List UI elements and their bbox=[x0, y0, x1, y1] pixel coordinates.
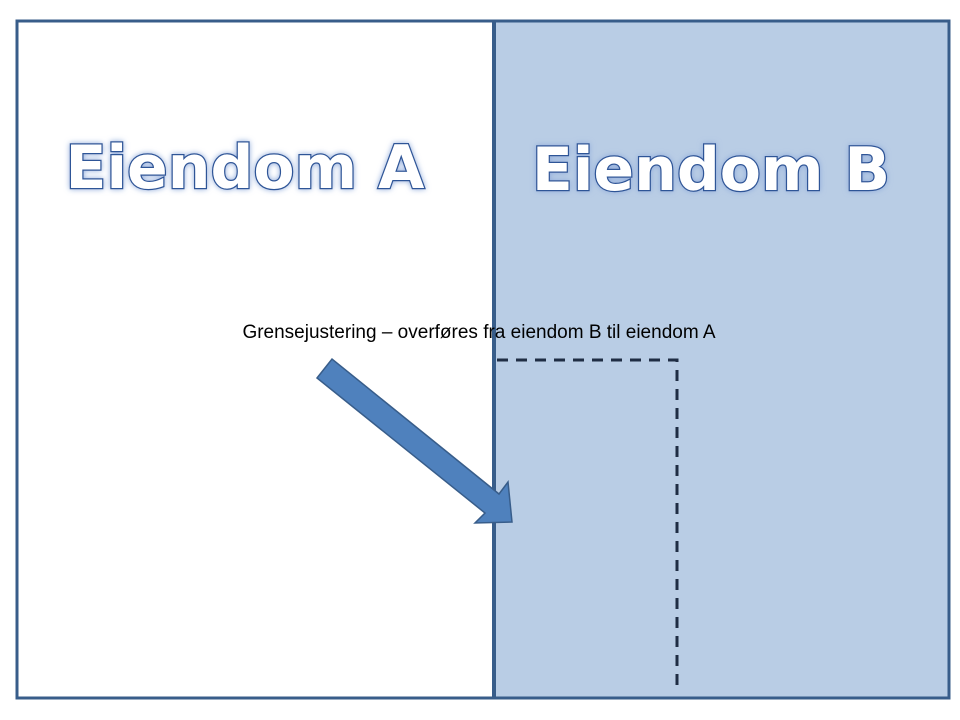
transfer-caption: Grensejustering – overføres fra eiendom … bbox=[242, 322, 715, 343]
outer-border bbox=[15, 19, 951, 700]
dashed-transfer-area bbox=[497, 358, 679, 692]
property-b-area bbox=[494, 21, 949, 698]
property-a-area bbox=[17, 21, 494, 698]
transfer-arrow-icon bbox=[315, 357, 513, 524]
property-b-label: Eiendom B bbox=[532, 135, 890, 205]
property-a-label: Eiendom A bbox=[66, 133, 426, 203]
